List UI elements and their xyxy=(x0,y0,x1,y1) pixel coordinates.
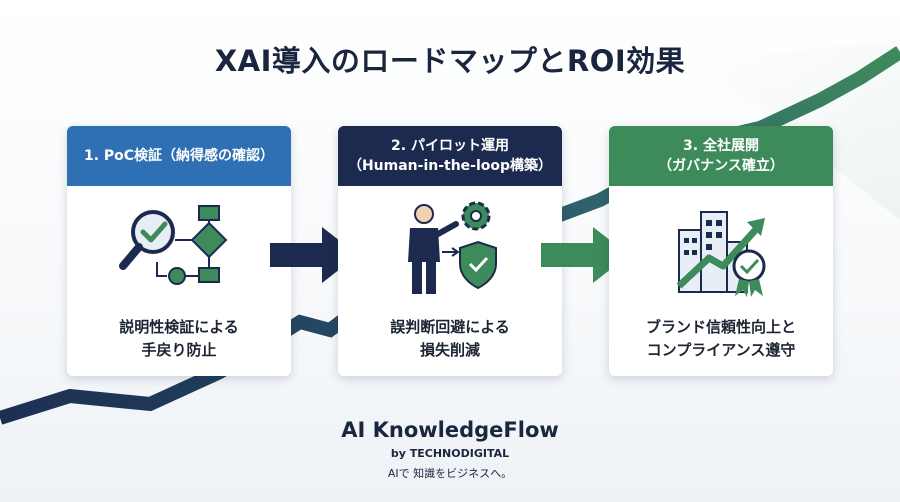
card-description: 説明性検証による 手戻り防止 xyxy=(67,316,291,362)
card-header: 3. 全社展開 （ガバナンス確立） xyxy=(609,126,833,186)
card-header-line1: 2. パイロット運用 xyxy=(391,138,509,154)
roadmap-card-poc: 1. PoC検証（納得感の確認） 説明性検証による 手戻り防止 xyxy=(67,126,291,376)
buildings-growth-badge-icon xyxy=(676,211,766,297)
card-header-line2: （ガバナンス確立） xyxy=(658,158,784,174)
card-header-line1: 3. 全社展開 xyxy=(683,138,759,154)
card-desc-line1: 誤判断回避による xyxy=(390,318,510,336)
footer-tagline: AIで 知識をビジネスへ。 xyxy=(387,467,513,480)
card-desc-line2: コンプライアンス遵守 xyxy=(646,341,796,359)
footer-by: by TECHNODIGITAL xyxy=(390,447,510,460)
card-desc-line2: 損失削減 xyxy=(419,341,480,359)
roadmap-card-pilot: 2. パイロット運用 （Human-in-the-loop構築） 誤判断回避によ… xyxy=(338,126,562,376)
magnifier-flowchart-icon xyxy=(119,205,228,285)
person-gear-shield-icon xyxy=(408,201,497,294)
arrow-right-icon xyxy=(541,227,629,283)
card-header-line2: （Human-in-the-loop構築） xyxy=(347,158,553,174)
card-description: ブランド信頼性向上と コンプライアンス遵守 xyxy=(609,316,833,362)
roadmap-card-rollout: 3. 全社展開 （ガバナンス確立） ブランド信頼性向上と コンプライアンス遵守 xyxy=(609,126,833,376)
card-desc-line2: 手戻り防止 xyxy=(141,341,217,359)
card-header: 2. パイロット運用 （Human-in-the-loop構築） xyxy=(338,126,562,186)
arrow-right-icon xyxy=(270,227,358,283)
footer-brand: AI KnowledgeFlow xyxy=(341,418,559,442)
card-desc-line1: 説明性検証による xyxy=(119,318,239,336)
card-desc-line1: ブランド信頼性向上と xyxy=(645,318,796,336)
page-title: XAI導入のロードマップとROI効果 xyxy=(214,44,686,78)
card-header: 1. PoC検証（納得感の確認） xyxy=(67,126,291,186)
card-header-line1: 1. PoC検証（納得感の確認） xyxy=(83,148,275,164)
card-description: 誤判断回避による 損失削減 xyxy=(338,316,562,362)
